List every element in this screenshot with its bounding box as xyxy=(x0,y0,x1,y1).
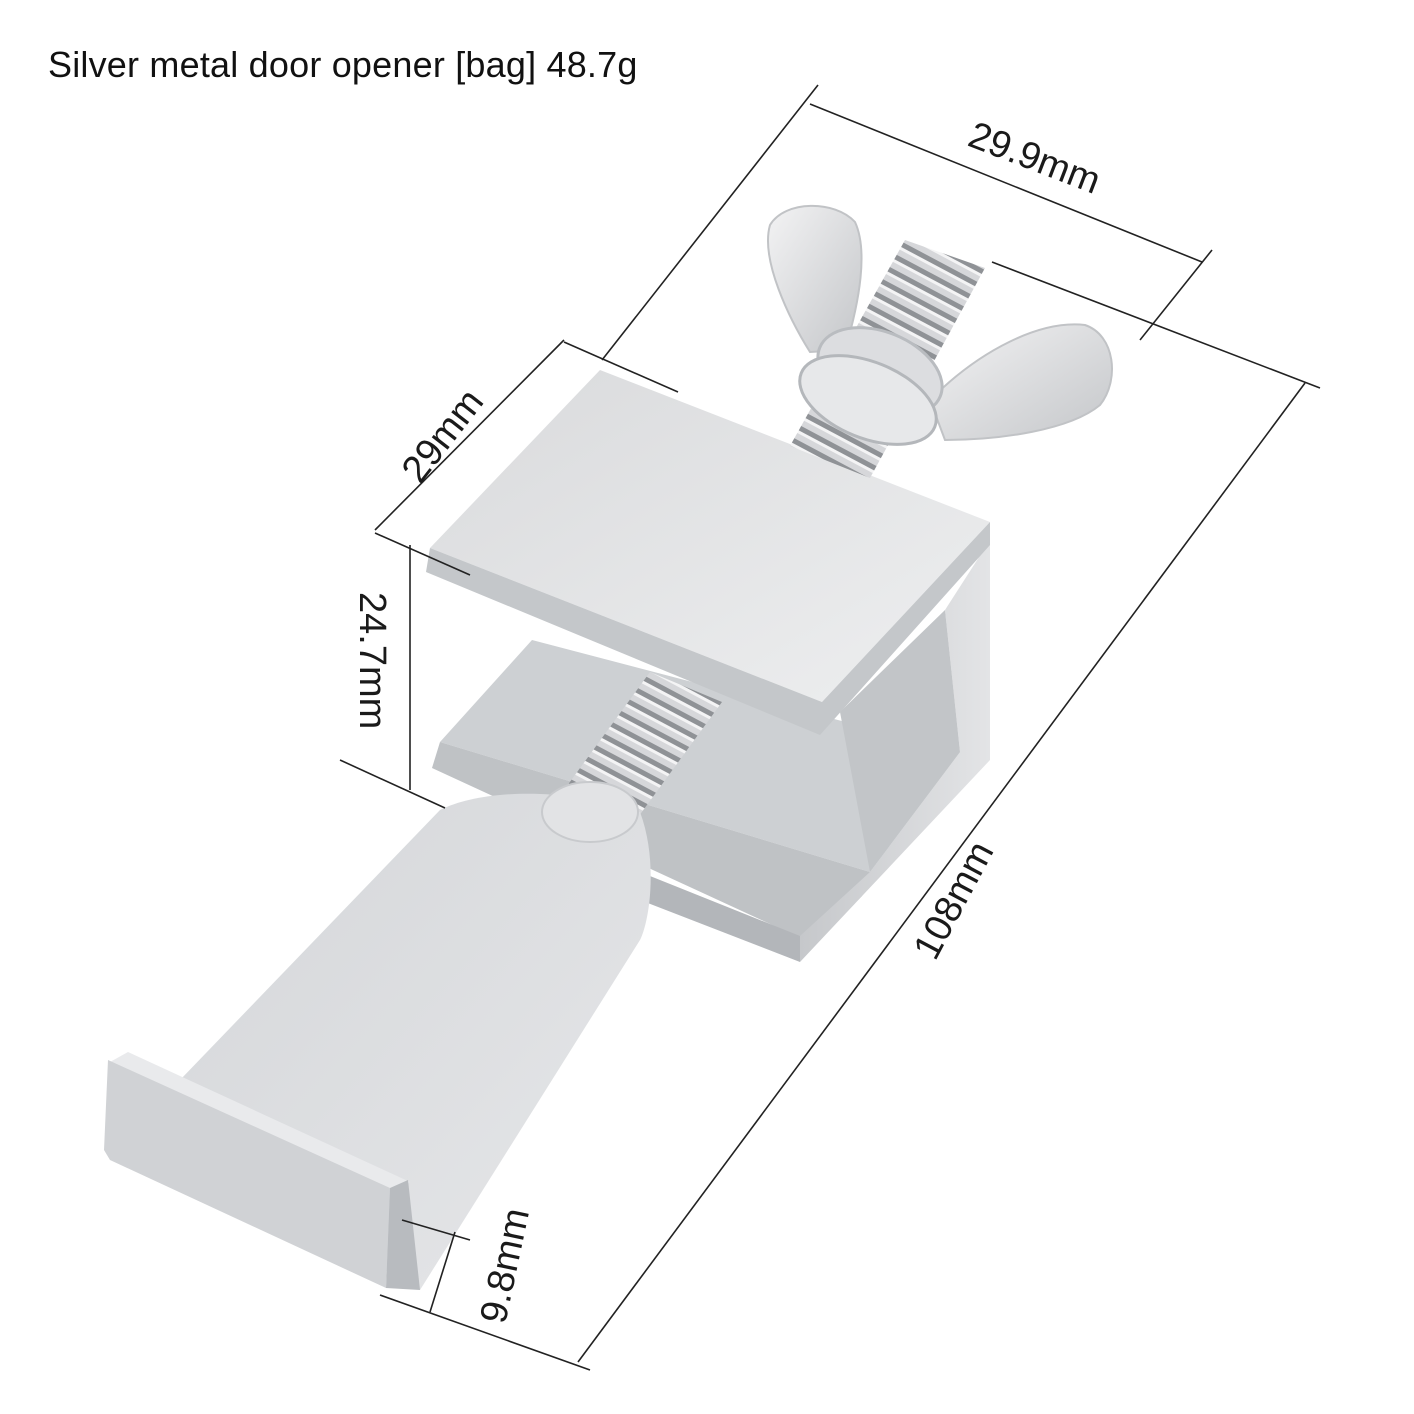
dim-depth-label: 29mm xyxy=(394,381,492,490)
back-wall xyxy=(800,540,990,962)
dim-top-width-label: 29.9mm xyxy=(963,114,1106,202)
lower-jaw xyxy=(440,640,960,872)
wing-right xyxy=(928,323,1113,442)
wing-left xyxy=(767,204,863,354)
wing-nut-assembly xyxy=(767,204,1113,478)
dim-hook-label: 9.8mm xyxy=(473,1205,538,1327)
foot-lip-side xyxy=(386,1180,420,1290)
top-plate-front xyxy=(426,522,990,735)
dim-gap-label: 24.7mm xyxy=(351,592,393,729)
foot-lip-top xyxy=(110,1052,410,1190)
clamp-foot xyxy=(104,781,651,1290)
top-plate xyxy=(430,370,990,702)
foot-lip xyxy=(104,1060,390,1288)
product-title: Silver metal door opener [bag] 48.7g xyxy=(48,44,638,85)
dimension-lines xyxy=(339,84,1321,1371)
lower-jaw-edge xyxy=(640,872,800,962)
swivel-joint xyxy=(541,781,639,843)
back-wall-inner xyxy=(840,610,960,872)
washer xyxy=(798,354,938,446)
